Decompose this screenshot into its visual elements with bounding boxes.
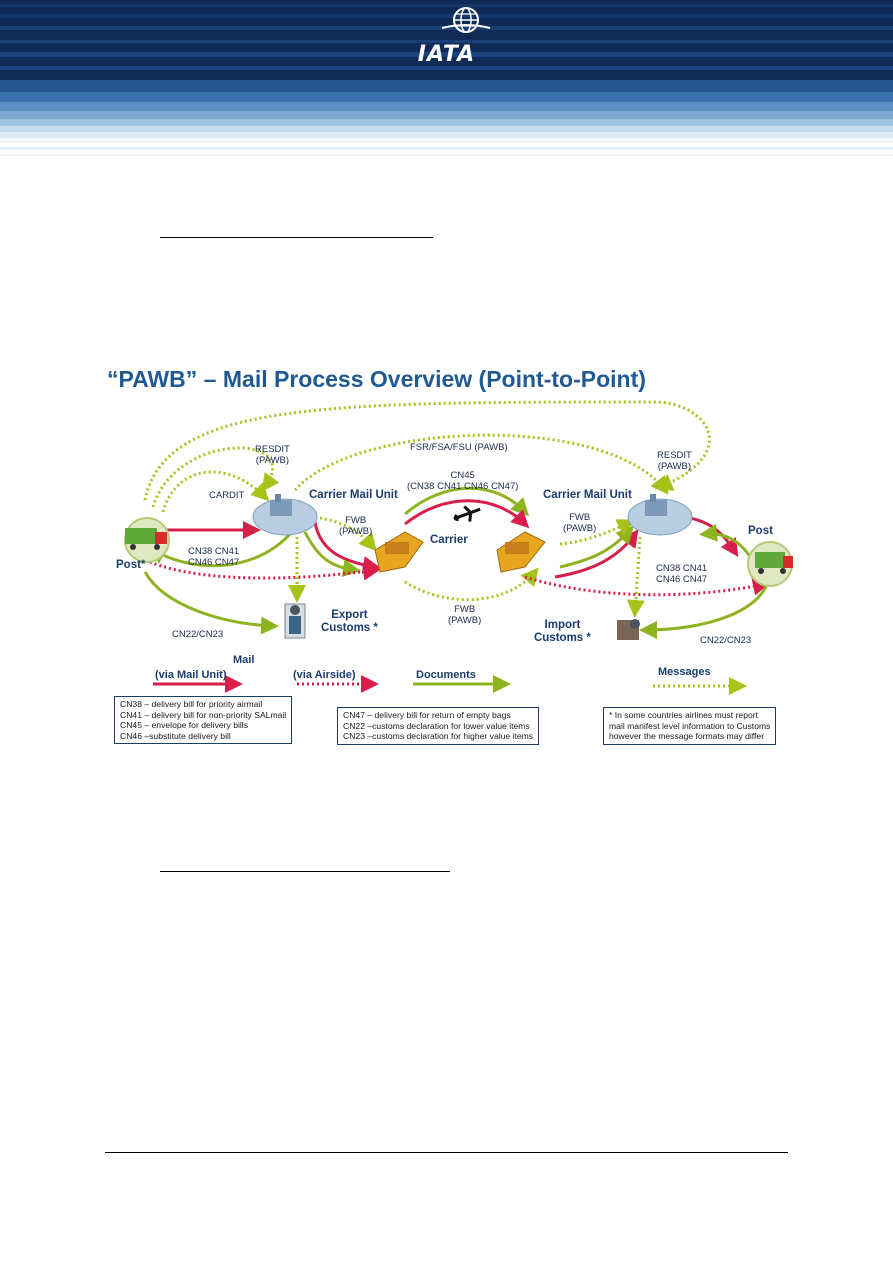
- post-left-icon: [124, 517, 170, 563]
- footer-rule: [105, 1152, 788, 1153]
- note-line: CN38 – delivery bill for priority airmai…: [120, 699, 263, 709]
- note-box-customs: * In some countries airlines must report…: [603, 707, 777, 745]
- note-line: CN41 – delivery bill for non-priority SA…: [120, 709, 287, 720]
- node-post-right: Post: [748, 525, 773, 537]
- node-export-customs: Export Customs *: [321, 609, 378, 634]
- globe-icon: [441, 7, 491, 33]
- section-underline-2: [160, 871, 450, 872]
- mail-unit-right-icon: [627, 494, 693, 536]
- node-carrier-mail-unit-left: Carrier Mail Unit: [309, 489, 398, 501]
- diagram-arrows: [124, 400, 793, 695]
- export-customs-icon: [284, 603, 306, 639]
- legend-via-mail-unit: (via Mail Unit): [155, 669, 227, 681]
- node-carrier: Carrier: [430, 534, 468, 546]
- node-import-customs: Import Customs *: [534, 619, 591, 644]
- post-right-icon: [747, 541, 793, 587]
- label-cn22-right: CN22/CN23: [700, 635, 752, 646]
- label-cn38-right: CN38 CN41 CN46 CN47: [656, 563, 708, 585]
- mail-arrow-carrier: [404, 499, 530, 529]
- label-resdit-left: RESDIT (PAWB): [255, 444, 290, 466]
- diagram-title: “PAWB” – Mail Process Overview (Point-to…: [107, 366, 646, 392]
- legend-via-airside: (via Airside): [293, 669, 356, 681]
- import-customs-icon: [617, 619, 640, 640]
- carrier-left-icon: [374, 531, 424, 573]
- label-cardit: CARDIT: [209, 490, 245, 501]
- airplane-icon: [453, 505, 481, 522]
- message-arc-cardit: [161, 470, 270, 513]
- note-box-codes-1: CN38 – delivery bill for priority airmai…: [114, 696, 293, 744]
- legend-mail: Mail: [233, 654, 255, 666]
- label-cn45: CN45 (CN38 CN41 CN46 CN47): [407, 470, 519, 492]
- iata-logo: IATA: [417, 42, 476, 67]
- label-fwb-left: FWB (PAWB): [339, 515, 373, 537]
- note-line: CN46 –substitute delivery bill: [120, 730, 231, 741]
- mail-airside-right: [524, 575, 771, 597]
- carrier-right-icon: [496, 531, 546, 573]
- mail-process-diagram: “PAWB” – Mail Process Overview (Point-to…: [105, 362, 815, 762]
- note-line: mail manifest level information to Custo…: [609, 720, 771, 731]
- section-underline-1: [160, 237, 433, 238]
- message-arc-resdit-left: [151, 446, 280, 508]
- label-fsr: FSR/FSA/FSU (PAWB): [410, 442, 508, 453]
- note-line: CN23 –customs declaration for higher val…: [343, 731, 534, 741]
- label-fwb-bottom: FWB (PAWB): [448, 604, 482, 626]
- node-post-left: Post*: [116, 559, 146, 571]
- label-cn22-left: CN22/CN23: [172, 629, 224, 640]
- header-stripes: [0, 0, 893, 156]
- message-arc-fsr: [293, 433, 669, 495]
- node-carrier-mail-unit-right: Carrier Mail Unit: [543, 489, 632, 501]
- note-line: CN45 – envelope for delivery bills: [120, 720, 249, 730]
- message-arrow-fwb-bottom: [404, 567, 539, 602]
- message-arc-outer: [143, 400, 711, 501]
- document-arrow-cn45: [404, 486, 530, 517]
- label-cn38-left: CN38 CN41 CN46 CN47: [188, 546, 240, 568]
- note-line: CN47 – delivery bill for return of empty…: [343, 710, 511, 720]
- legend-messages: Messages: [658, 666, 711, 678]
- note-line: CN22 –customs declaration for lower valu…: [343, 720, 530, 731]
- legend-documents: Documents: [416, 669, 476, 681]
- label-resdit-right: RESDIT (PAWB): [657, 450, 692, 472]
- message-arrow-fwb-left: [314, 515, 377, 552]
- mail-unit-left-icon: [252, 494, 318, 536]
- label-fwb-right: FWB (PAWB): [563, 512, 597, 534]
- note-line: * In some countries airlines must report: [609, 710, 759, 720]
- document-arrow-cn38-left: [147, 532, 292, 568]
- document-arrow-unit-to-carrier: [303, 531, 361, 578]
- note-line: however the message formats may differ: [609, 731, 765, 741]
- document-arrow-carrier-to-unit: [559, 525, 635, 569]
- mail-airside-left: [149, 560, 381, 581]
- note-box-codes-2: CN47 – delivery bill for return of empty…: [337, 707, 540, 745]
- header-banner: IATA: [0, 0, 893, 160]
- document-arrow-export-customs: [143, 571, 279, 635]
- message-arrow-import-customs: [626, 536, 645, 618]
